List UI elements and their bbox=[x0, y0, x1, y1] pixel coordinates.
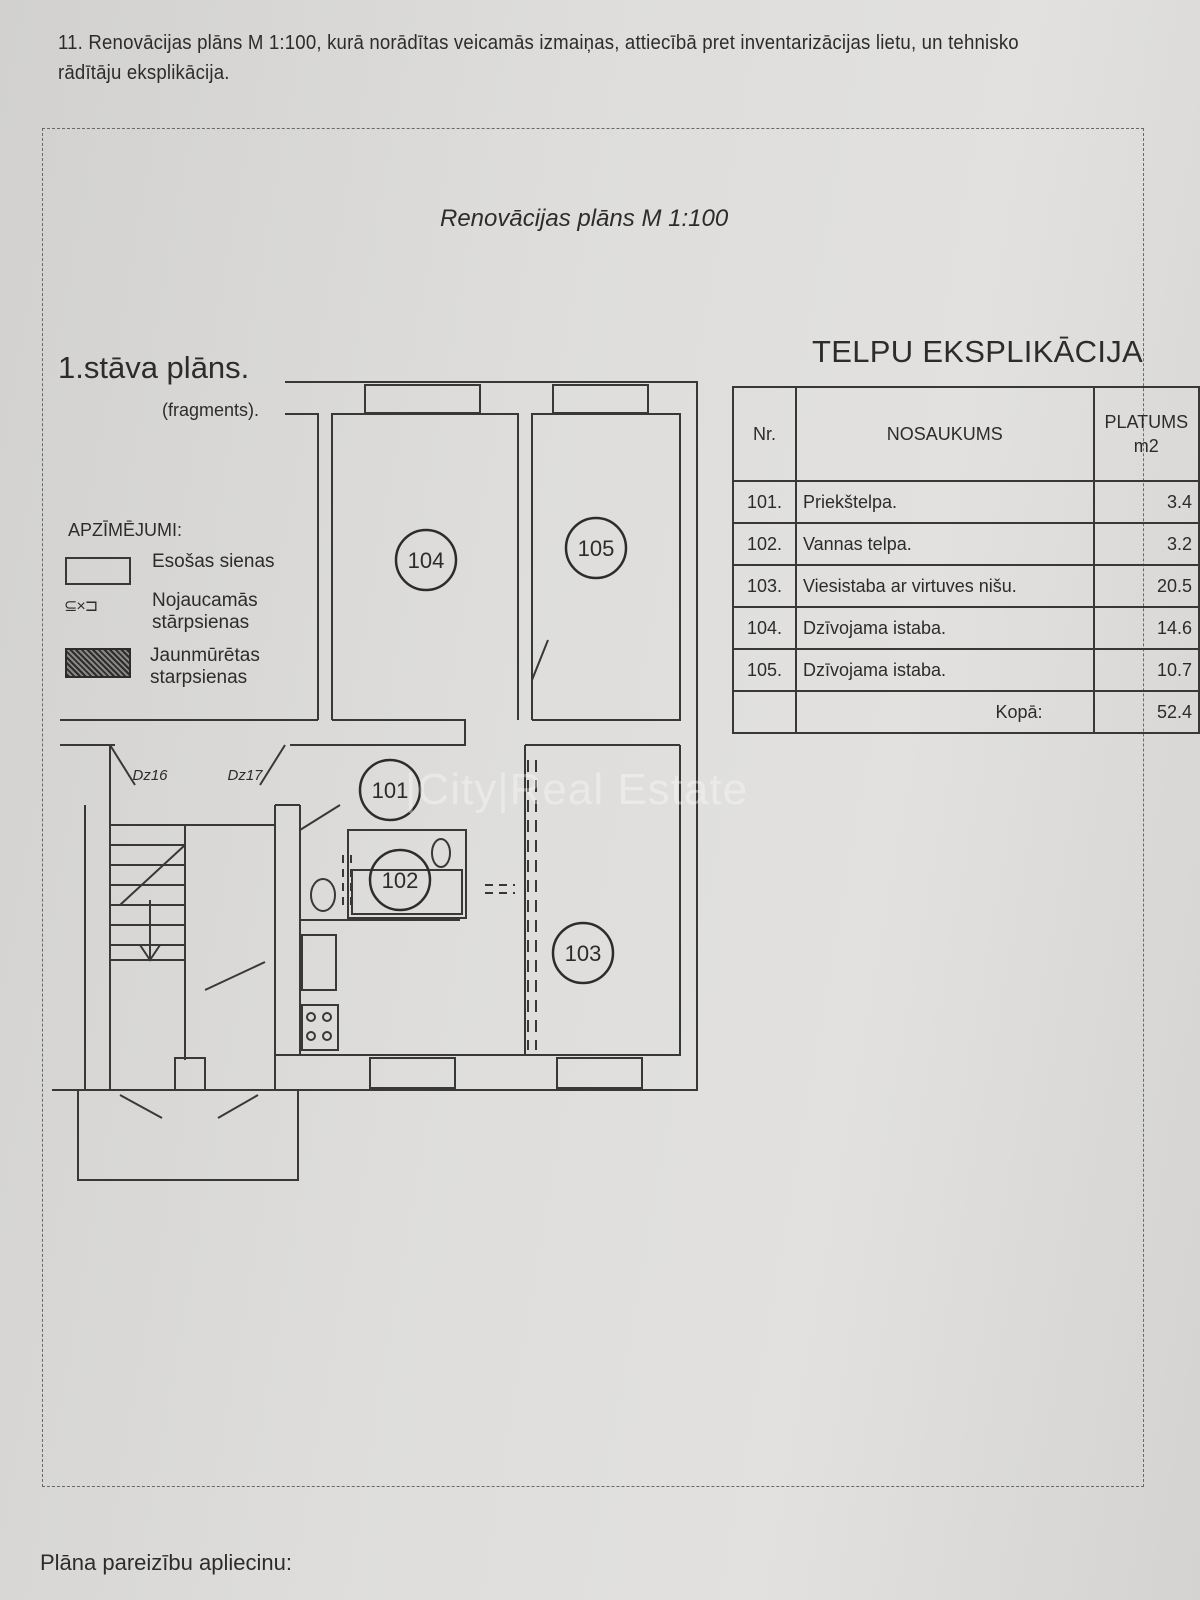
table-row: 103.Viesistaba ar virtuves nišu.20.5 bbox=[732, 564, 1200, 608]
header-area: PLATUMS m2 bbox=[1092, 386, 1200, 482]
cell-nr: 101. bbox=[732, 480, 797, 524]
plan-title: Renovācijas plāns M 1:100 bbox=[440, 205, 729, 232]
cell-area: 3.2 bbox=[1092, 522, 1200, 566]
demolished-partition bbox=[527, 760, 537, 1050]
floor-subtitle: (fragments). bbox=[162, 400, 260, 420]
header-name: NOSAUKUMS bbox=[794, 386, 1095, 482]
cell-area: 10.7 bbox=[1092, 648, 1200, 692]
legend-title: APZĪMĒJUMI: bbox=[68, 520, 183, 540]
window bbox=[364, 384, 481, 414]
document-heading: 11. Renovācijas plāns M 1:100, kurā norā… bbox=[58, 32, 1019, 84]
cell-name: Vannas telpa. bbox=[794, 522, 1095, 566]
plan-frame bbox=[42, 128, 1144, 1487]
total-value: 52.4 bbox=[1092, 690, 1200, 734]
stove bbox=[301, 1004, 339, 1051]
legend-label: stārpsienas bbox=[152, 612, 250, 633]
legend-label: Jaunmūrētas bbox=[150, 645, 260, 666]
cell-nr: 104. bbox=[732, 606, 797, 650]
certification-line: Plāna pareizību apliecinu: bbox=[40, 1550, 292, 1575]
legend-existing-walls: Esošas sienas bbox=[152, 551, 275, 573]
floor-title: 1.stāva plāns. bbox=[58, 350, 250, 385]
door-label-dz16: Dz16 bbox=[132, 767, 168, 784]
cell-nr: 103. bbox=[732, 564, 797, 608]
door-105 bbox=[531, 639, 549, 720]
table-total-row: Kopā:52.4 bbox=[732, 690, 1200, 734]
door-label-dz17: Dz17 bbox=[227, 767, 263, 784]
legend-existing-walls-swatch bbox=[65, 557, 131, 585]
room-label-104: 104 bbox=[408, 548, 445, 573]
room-label-103: 103 bbox=[565, 941, 602, 966]
header-area-unit: m2 bbox=[1133, 436, 1159, 456]
room-103-walls bbox=[275, 744, 681, 1056]
cell-nr: 105. bbox=[732, 648, 797, 692]
kitchen-sink bbox=[301, 934, 337, 991]
header-area-label: PLATUMS bbox=[1104, 412, 1189, 432]
entrance bbox=[77, 961, 299, 1181]
toilet bbox=[310, 878, 336, 912]
cell-area: 3.4 bbox=[1092, 480, 1200, 524]
corridor-wall bbox=[60, 719, 466, 746]
room-explication-table: Nr. NOSAUKUMS PLATUMS m2 101.Priekštelpa.… bbox=[732, 386, 1200, 734]
header-nr: Nr. bbox=[732, 386, 797, 482]
cell-area: 14.6 bbox=[1092, 606, 1200, 650]
cell-empty bbox=[732, 690, 797, 734]
table-title: TELPU EKSPLIKĀCIJA bbox=[812, 334, 1144, 369]
sink bbox=[431, 838, 451, 868]
room-label-105: 105 bbox=[578, 536, 615, 561]
staircase bbox=[110, 824, 275, 1060]
table-row: 102.Vannas telpa.3.2 bbox=[732, 522, 1200, 566]
bathroom-walls bbox=[347, 829, 467, 919]
table-header-row: Nr. NOSAUKUMS PLATUMS m2 bbox=[732, 386, 1200, 482]
cell-area: 20.5 bbox=[1092, 564, 1200, 608]
window bbox=[556, 1057, 643, 1089]
table-row: 104.Dzīvojama istaba.14.6 bbox=[732, 606, 1200, 650]
table-row: 101.Priekštelpa.3.4 bbox=[732, 480, 1200, 524]
room-label-101: 101 bbox=[372, 778, 409, 803]
column bbox=[174, 1057, 206, 1091]
room-markers bbox=[358, 516, 628, 985]
window bbox=[369, 1057, 456, 1089]
legend-label: starpsienas bbox=[150, 667, 248, 688]
cell-name: Dzīvojama istaba. bbox=[794, 606, 1095, 650]
outer-wall bbox=[52, 381, 698, 1091]
bathtub bbox=[351, 869, 463, 915]
watermark: |City|Real Estate bbox=[405, 765, 749, 814]
total-label: Kopā: bbox=[794, 690, 1095, 734]
cell-name: Viesistaba ar virtuves nišu. bbox=[794, 564, 1095, 608]
room-label-102: 102 bbox=[382, 868, 419, 893]
stairwell-walls bbox=[84, 744, 301, 1090]
legend-new-walls-swatch bbox=[65, 648, 131, 678]
table-row: 105.Dzīvojama istaba.10.7 bbox=[732, 648, 1200, 692]
cell-name: Priekštelpa. bbox=[794, 480, 1095, 524]
hall-walls bbox=[299, 804, 460, 921]
cell-name: Dzīvojama istaba. bbox=[794, 648, 1095, 692]
legend-label: Nojaucamās bbox=[152, 590, 258, 611]
cell-nr: 102. bbox=[732, 522, 797, 566]
legend-label: Esošas sienas bbox=[152, 551, 275, 572]
window bbox=[552, 384, 649, 414]
legend-demolished-walls-swatch: ⊆×⊐ bbox=[64, 598, 98, 615]
